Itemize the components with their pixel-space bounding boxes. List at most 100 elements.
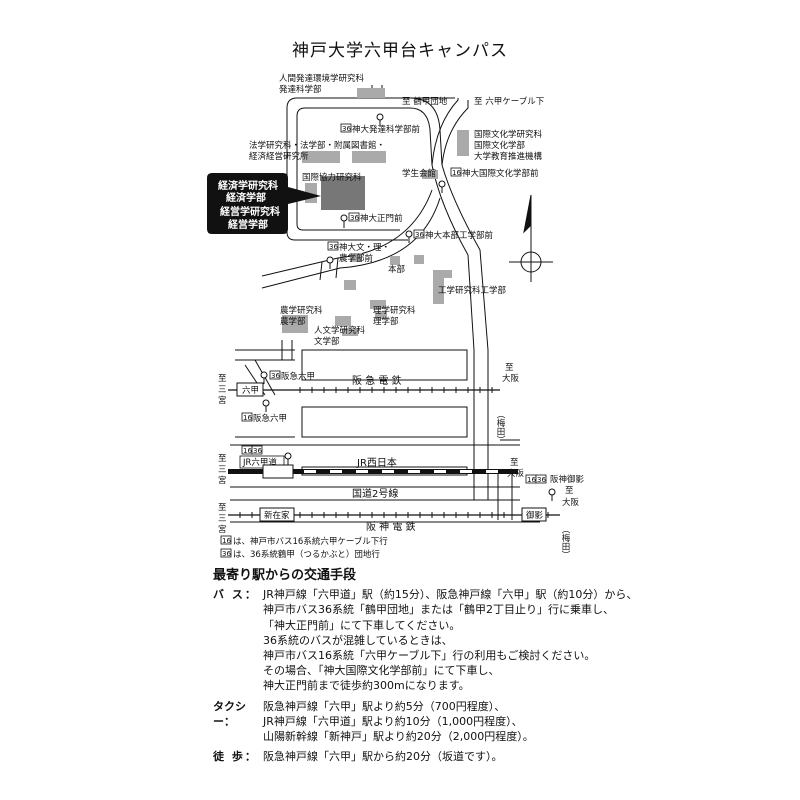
station-mikage: 御影 [526, 510, 544, 521]
econ-building [321, 176, 365, 210]
page-title: 神戸大学六甲台キャンパス [292, 41, 508, 61]
buildings [282, 88, 469, 336]
dir-cable: 至 六甲ケーブル下 [474, 96, 545, 107]
stop-label: JR六甲道 [242, 457, 277, 468]
compass-icon [509, 194, 553, 282]
railway-hanshin: 阪 神 電 鉄 [366, 520, 416, 533]
legend-badge-36: 36 [222, 550, 231, 558]
dir-tsurukabuto: 至 鶴甲団地 [402, 96, 448, 107]
bus-stop-hankyu-36: 36 阪急六甲 [260, 370, 315, 384]
direction-labels: 至 鶴甲団地 至 六甲ケーブル下 至 三 宮 至 三 宮 至 三 宮 至 大阪 … [218, 96, 580, 559]
legend-text-16: は、神戸市バス16系統六甲ケーブル下行 [233, 536, 388, 547]
taxi-line: JR神戸線「六甲道」駅より約10分（1,000円程度）、 [263, 714, 523, 728]
stop-label: 神大国際文化学部前 [462, 168, 539, 179]
badge-36: 36 [342, 125, 351, 133]
label-main-bldg: 本部 [388, 264, 406, 275]
access-walk: 徒 歩： 阪急神戸線「六甲」駅から約20分（坂道です）。 [213, 749, 773, 764]
dir-osaka-2a: 至 [510, 458, 519, 468]
bus-stop-hanshin-mikage: 16 36 阪神御影 [525, 474, 585, 501]
dir-sannomiya-3c: 宮 [218, 524, 227, 535]
dir-osaka-1c: （梅田） [495, 410, 505, 444]
stop-label: 阪急六甲 [281, 371, 315, 382]
label-intl-culture-3: 大学教育推進機構 [474, 151, 543, 162]
badge-36: 36 [329, 243, 338, 251]
bus-line: その場合、「神大国際文化学部前」にて下車し、 [263, 664, 500, 678]
bus-stop-hattatsu: 36 神大発達科学部前 [340, 113, 421, 135]
label-intl-coop: 国際協力研究科 [302, 172, 362, 183]
road-route2: 国道2号線 [352, 487, 398, 500]
dir-sannomiya-3a: 至 [218, 503, 227, 513]
legend-badge-16: 16 [222, 537, 231, 545]
bus-label: バ ス： [213, 588, 258, 602]
access-bus: バ ス： JR神戸線「六甲道」駅（約15分）、阪急神戸線「六甲」駅（約10分）か… [213, 587, 773, 693]
access-section: 最寄り駅からの交通手段 バ ス： JR神戸線「六甲道」駅（約15分）、阪急神戸線… [213, 568, 773, 764]
bus-stop-hankyu-16: 16 阪急六甲 [241, 399, 287, 424]
label-human-dev-1: 人間発達環境学研究科 [279, 73, 365, 84]
badge-36: 36 [253, 447, 262, 455]
dir-sannomiya-2b: 三 [218, 465, 227, 475]
walk-label: 徒 歩： [213, 750, 258, 764]
label-law-2: 経済経営研究所 [249, 151, 309, 162]
bus-stop-bunri: 36 神大文・理・ 農学部前 [326, 241, 390, 269]
taxi-label: タクシー： [213, 699, 246, 728]
stop-label-2: 農学部前 [339, 253, 374, 264]
bus-stop-kokusai: 16 神大国際文化学部前 [438, 167, 539, 193]
label-engineering: 工学研究科工学部 [438, 285, 507, 296]
legend-text-36: は、36系統鶴甲（つるかぶと）団地行 [233, 549, 380, 560]
stop-label: 神大発達科学部前 [352, 124, 421, 135]
label-intl-culture-1: 国際文化学研究科 [474, 129, 543, 140]
label-agri-1: 農学研究科 [280, 305, 323, 316]
dir-osaka-1a: 至 [505, 363, 514, 373]
dir-sannomiya-2c: 宮 [218, 475, 227, 486]
station-rokko: 六甲 [242, 385, 259, 396]
taxi-line: 山陽新幹線「新神戸」駅より約20分（2,000円程度）。 [263, 730, 534, 744]
label-intl-culture-2: 国際文化学部 [474, 140, 526, 151]
badge-16: 16 [243, 447, 252, 455]
label-letters-1: 人文学研究科 [314, 325, 366, 336]
dir-sannomiya-2a: 至 [218, 454, 227, 464]
label-agri-2: 農学部 [280, 316, 306, 327]
bus-line: 神戸市バス36系統「鶴甲団地」または「鶴甲2丁目止り」行に乗車し、 [263, 603, 614, 617]
dir-sannomiya-3b: 三 [218, 514, 227, 524]
badge-36: 36 [415, 231, 424, 239]
badge-36: 36 [271, 372, 280, 380]
econ-label-4: 経営学部 [228, 218, 268, 231]
dir-osaka-3b: 大阪 [562, 497, 580, 508]
bus-line: 「神大正門前」にて下車してください。 [263, 618, 461, 632]
label-sci-1: 理学研究科 [373, 305, 416, 316]
dir-sannomiya-1c: 宮 [218, 395, 227, 406]
label-sci-2: 理学部 [373, 316, 399, 327]
dir-sannomiya-1b: 三 [218, 385, 227, 395]
econ-callout: 経済学研究科 経済学部 経営学研究科 経営学部 [207, 173, 321, 234]
label-law-1: 法学研究科・法学部・附属図書館・ [249, 140, 385, 151]
bus-stops: 36 神大発達科学部前 36 神大正門前 16 神大国際文化学部前 36 神大本… [239, 113, 585, 501]
taxi-line: 阪急神戸線「六甲」駅より約5分（700円程度）、 [263, 699, 506, 713]
econ-label-1: 経済学研究科 [218, 179, 278, 192]
legend: 16 は、神戸市バス16系統六甲ケーブル下行 36 は、36系統鶴甲（つるかぶと… [220, 535, 388, 560]
campus-map: 経済学研究科 経済学部 経営学研究科 経営学部 人間発達環境学研究科 発達科学部… [207, 73, 585, 560]
dir-osaka-1b: 大阪 [502, 373, 520, 384]
walk-line: 阪急神戸線「六甲」駅から約20分（坂道です）。 [263, 750, 503, 764]
faculty-labels: 人間発達環境学研究科 発達科学部 法学研究科・法学部・附属図書館・ 経済経営研究… [249, 73, 543, 347]
dir-sannomiya-1a: 至 [218, 374, 227, 384]
railway-jr: JR西日本 [356, 456, 397, 469]
badge-16: 16 [527, 476, 536, 484]
badge-16: 16 [243, 414, 252, 422]
label-human-dev-2: 発達科学部 [279, 84, 322, 95]
bus-stop-honbu: 36 神大本部工学部前 [405, 229, 494, 243]
econ-label-2: 経済学部 [226, 191, 266, 204]
dir-osaka-3a: 至 [565, 486, 574, 496]
econ-label-3: 経営学研究科 [220, 205, 280, 218]
bus-stop-seimon: 36 神大正門前 [340, 212, 403, 228]
label-letters-2: 文学部 [314, 336, 340, 347]
badge-36: 36 [350, 214, 359, 222]
dir-osaka-3c: （梅田） [560, 525, 570, 559]
access-taxi: タクシー： 阪急神戸線「六甲」駅より約5分（700円程度）、 JR神戸線「六甲道… [213, 699, 773, 745]
access-heading: 最寄り駅からの交通手段 [213, 568, 357, 583]
bus-line: 神戸市バス16系統「六甲ケーブル下」行の利用もご検討ください。 [263, 649, 596, 663]
badge-36: 36 [537, 476, 546, 484]
stop-label: 阪神御影 [550, 474, 585, 485]
bus-line: 神大正門前まで徒歩約300mになります。 [263, 679, 470, 693]
bus-line: JR神戸線「六甲道」駅（約15分）、阪急神戸線「六甲」駅（約10分）から、 [263, 588, 638, 602]
stop-label: 神大本部工学部前 [425, 230, 494, 241]
